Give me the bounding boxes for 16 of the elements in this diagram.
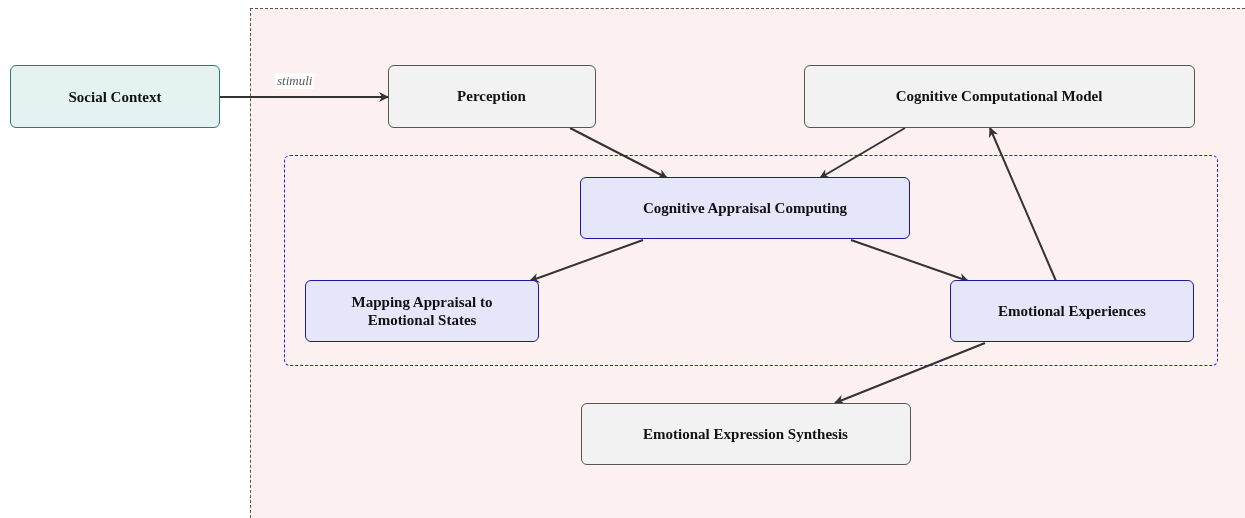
edge-label: stimuli bbox=[275, 73, 315, 89]
region-box bbox=[283, 154, 1218, 366]
process-box: Mapping Appraisal to Emotional States bbox=[305, 280, 539, 342]
process-box: Emotional Experiences bbox=[950, 280, 1194, 342]
process-box: Cognitive Appraisal Computing bbox=[580, 177, 910, 239]
arrow bbox=[819, 127, 906, 179]
process-box: Emotional Expression Synthesis bbox=[580, 402, 911, 465]
region-box bbox=[250, 8, 1245, 518]
arrow bbox=[569, 127, 668, 179]
arrow bbox=[850, 239, 969, 283]
process-box: Cognitive Computational Model bbox=[803, 64, 1195, 128]
process-box: Perception bbox=[387, 64, 596, 128]
process-box: Social Context bbox=[10, 65, 220, 128]
arrow bbox=[988, 127, 1057, 282]
arrow bbox=[219, 92, 389, 102]
arrow bbox=[529, 239, 644, 283]
